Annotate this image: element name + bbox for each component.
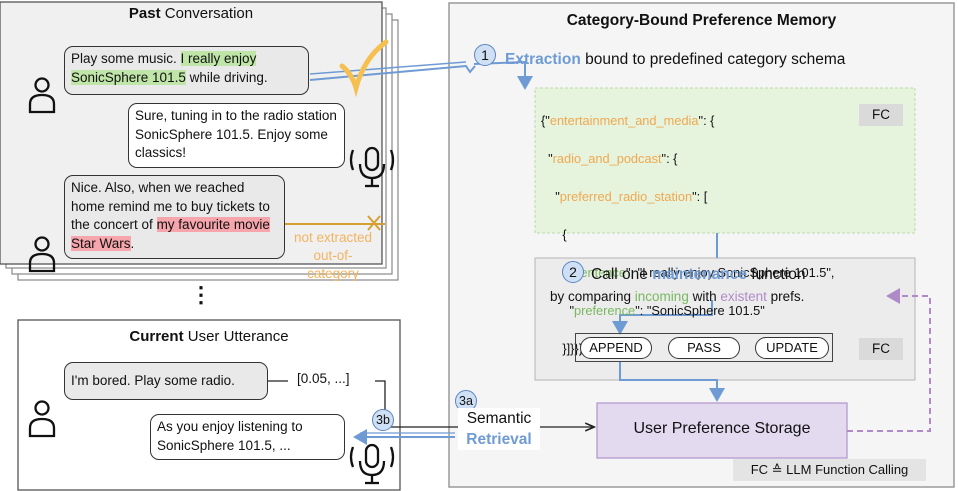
user-icon — [28, 77, 56, 114]
json-box — [534, 87, 916, 234]
more-ellipsis: ⋮ — [190, 282, 212, 307]
user-message-bubble: Play some music. I really enjoy SonicSph… — [64, 46, 309, 95]
step-2-label: Call one maintenance function — [591, 266, 806, 283]
past-title: Past Conversation — [128, 5, 254, 22]
fc-badge: FC — [859, 338, 903, 360]
step-3a-marker: 3a — [455, 390, 477, 412]
append-button: APPEND — [580, 337, 652, 359]
microphone-icon — [349, 146, 395, 188]
function-buttons-frame — [575, 333, 833, 362]
fc-badge: FC — [859, 104, 903, 126]
step-1-marker: 1 — [474, 44, 496, 66]
fc-footnote: FC ≙ LLM Function Calling — [733, 459, 926, 481]
current-utterance-panel — [17, 319, 401, 491]
memory-title: Category-Bound Preference Memory — [566, 12, 837, 29]
step-1-label: Extraction bound to predefined category … — [505, 51, 846, 68]
embedding-vector: [0.05, ...] — [297, 371, 350, 386]
storage-box — [596, 402, 848, 459]
maintenance-box — [534, 257, 916, 381]
not-extracted-label: not extracted out-of-category — [293, 230, 373, 281]
current-title: Current User Utterance — [129, 328, 289, 345]
assistant-message-bubble: Sure, tuning in to the radio station Son… — [128, 103, 345, 168]
step-3b-marker: 3b — [372, 409, 394, 431]
current-user-message-bubble: I'm bored. Play some radio. — [64, 362, 268, 400]
user-icon — [28, 400, 56, 438]
assistant-response-bubble: As you enjoy listening to SonicSphere 10… — [150, 414, 345, 460]
step-2-sub: by comparing incoming with existent pref… — [550, 289, 805, 304]
storage-label: User Preference Storage — [633, 420, 811, 437]
microphone-icon — [349, 443, 395, 485]
step-2-marker: 2 — [562, 261, 584, 283]
user-icon — [28, 236, 56, 273]
update-button: UPDATE — [755, 337, 829, 359]
user-message-bubble: Nice. Also, when we reached home remind … — [64, 175, 285, 259]
pass-button: PASS — [668, 337, 740, 359]
semantic-retrieval-label: Semantic Retrieval — [458, 408, 540, 450]
check-icon — [339, 39, 389, 98]
